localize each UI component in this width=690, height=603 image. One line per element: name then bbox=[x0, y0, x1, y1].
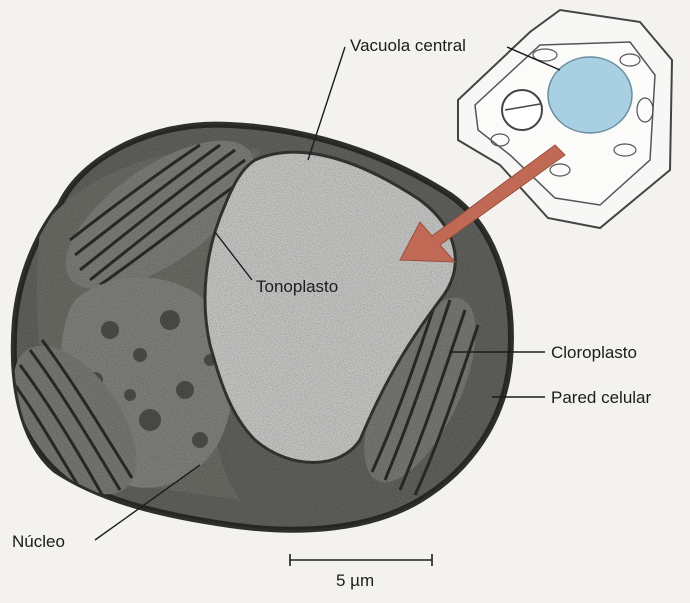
leader-lines bbox=[94, 46, 561, 541]
label-cloroplasto: Cloroplasto bbox=[551, 343, 637, 362]
label-tonoplasto: Tonoplasto bbox=[256, 277, 339, 296]
label-vacuola-central: Vacuola central bbox=[350, 36, 466, 55]
scale-bar-label: 5 µm bbox=[336, 571, 375, 590]
inset-vacuole bbox=[547, 56, 633, 134]
label-pared-celular: Pared celular bbox=[551, 388, 652, 407]
inset-nucleus bbox=[501, 89, 543, 131]
leader-vacuola bbox=[307, 46, 346, 161]
leader-vacuola-inset bbox=[506, 46, 561, 71]
plant-cell-inset-diagram bbox=[457, 8, 674, 230]
leader-nucleo bbox=[94, 464, 201, 541]
label-nucleo: Núcleo bbox=[12, 532, 65, 551]
leader-tonoplasto bbox=[214, 231, 253, 281]
pointer-arrow bbox=[399, 144, 566, 263]
scale-bar bbox=[289, 554, 433, 566]
